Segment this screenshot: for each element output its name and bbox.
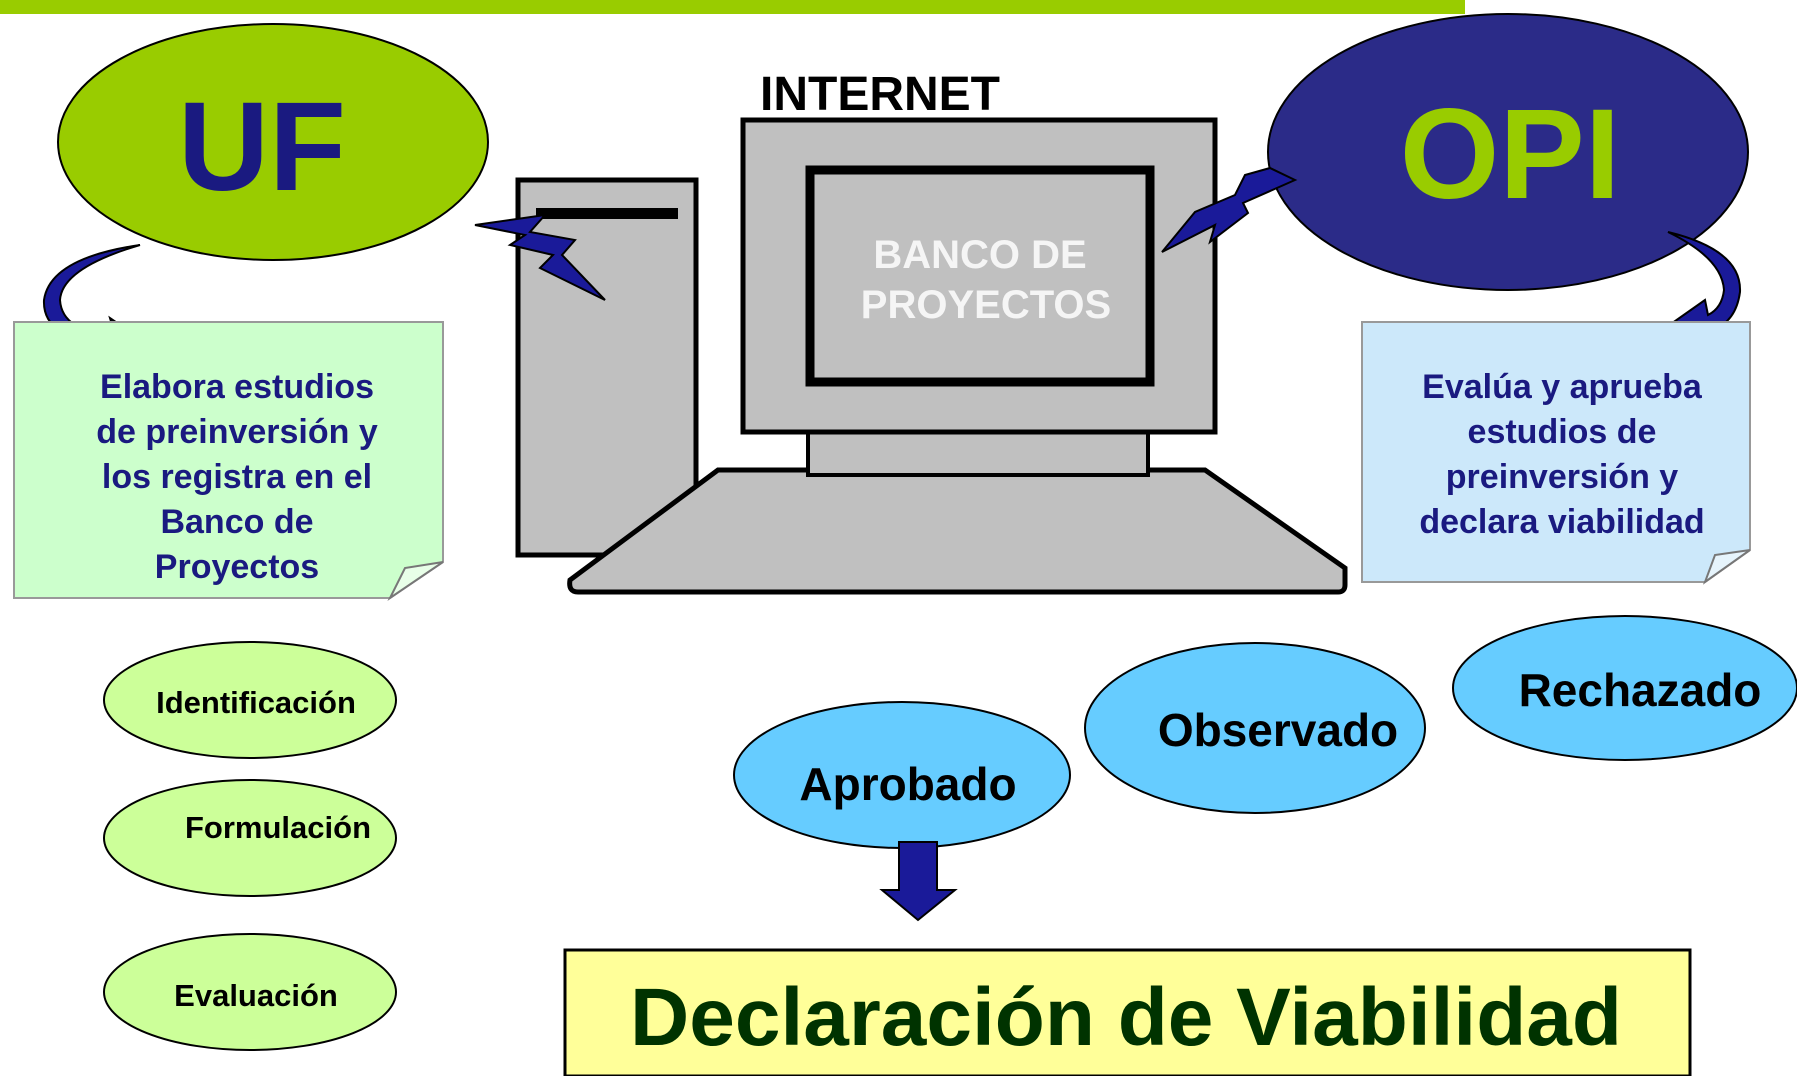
header-bar <box>0 0 1465 14</box>
phase-formulacion-label: Formulación <box>185 810 371 845</box>
computer-screen <box>805 165 1155 387</box>
status-rechazado-label: Rechazado <box>1519 664 1762 716</box>
uf-label: UF <box>178 76 346 217</box>
screen-text-line2: PROYECTOS <box>861 283 1111 327</box>
desktop-computer-icon: BANCO DE PROYECTOS <box>515 117 1348 595</box>
status-aprobado-label: Aprobado <box>799 758 1016 810</box>
right-note-line4: declara viabilidad <box>1419 503 1704 541</box>
declaration-box <box>563 948 1692 1076</box>
status-rechazado-ellipse <box>1452 615 1797 761</box>
declaration-label: Declaración de Viabilidad <box>630 972 1622 1063</box>
left-note-line3: los registra en el <box>102 458 372 496</box>
lightning-bolt-icon <box>474 213 606 301</box>
computer-monitor-neck <box>806 428 1150 477</box>
computer-keyboard <box>567 467 1348 595</box>
phase-formulacion-ellipse <box>103 779 397 897</box>
lightning-bolt-icon <box>1161 166 1298 253</box>
right-note-line1: Evalúa y aprueba <box>1422 368 1703 406</box>
left-note-line1: Elabora estudios <box>100 368 374 406</box>
right-note-line3: preinversión y <box>1446 458 1679 496</box>
phase-identificacion-label: Identificación <box>156 685 356 720</box>
computer-drive-slot <box>536 208 678 219</box>
right-note <box>1361 321 1751 583</box>
left-note-line4: Banco de <box>160 503 313 541</box>
right-note-line2: estudios de <box>1468 413 1657 451</box>
opi-ellipse <box>1267 13 1749 291</box>
screen-text-line1: BANCO DE <box>873 233 1086 277</box>
status-observado-ellipse <box>1084 642 1426 814</box>
left-note-line5: Proyectos <box>155 548 319 586</box>
phase-identificacion-ellipse <box>103 641 397 759</box>
status-observado-label: Observado <box>1158 704 1398 756</box>
left-note-fold <box>387 561 444 601</box>
arrow-down-icon <box>879 841 958 922</box>
phase-evaluacion-label: Evaluación <box>174 978 338 1013</box>
phase-evaluacion-ellipse <box>103 933 397 1051</box>
left-note-line2: de preinversión y <box>96 413 378 451</box>
opi-label: OPI <box>1400 83 1621 226</box>
right-note-fold <box>1702 549 1751 585</box>
uf-ellipse <box>57 23 489 261</box>
internet-label: INTERNET <box>760 68 1000 121</box>
